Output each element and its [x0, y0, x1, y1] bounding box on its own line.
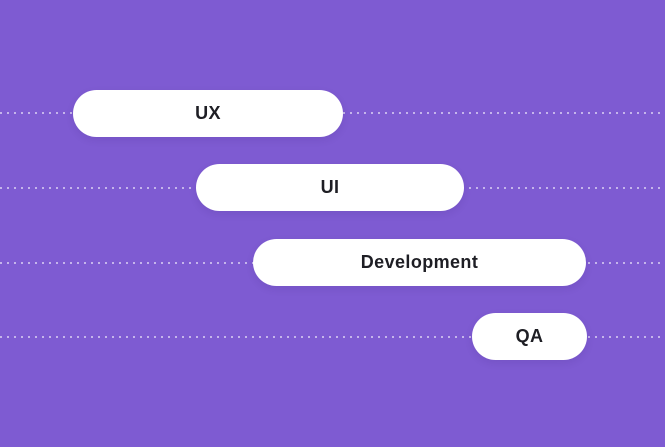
- gantt-bar-ux: UX: [73, 90, 343, 137]
- gantt-bar-qa: QA: [472, 313, 587, 360]
- gantt-bar-development-label: Development: [360, 252, 479, 272]
- gantt-bar-qa-label: QA: [515, 326, 544, 346]
- gantt-bar-development: Development: [253, 239, 586, 286]
- gantt-bar-ux-label: UX: [195, 103, 221, 123]
- gantt-bar-ui-label: UI: [320, 177, 340, 197]
- gridline-row-qa: [0, 336, 665, 338]
- gantt-bar-ui: UI: [196, 164, 464, 211]
